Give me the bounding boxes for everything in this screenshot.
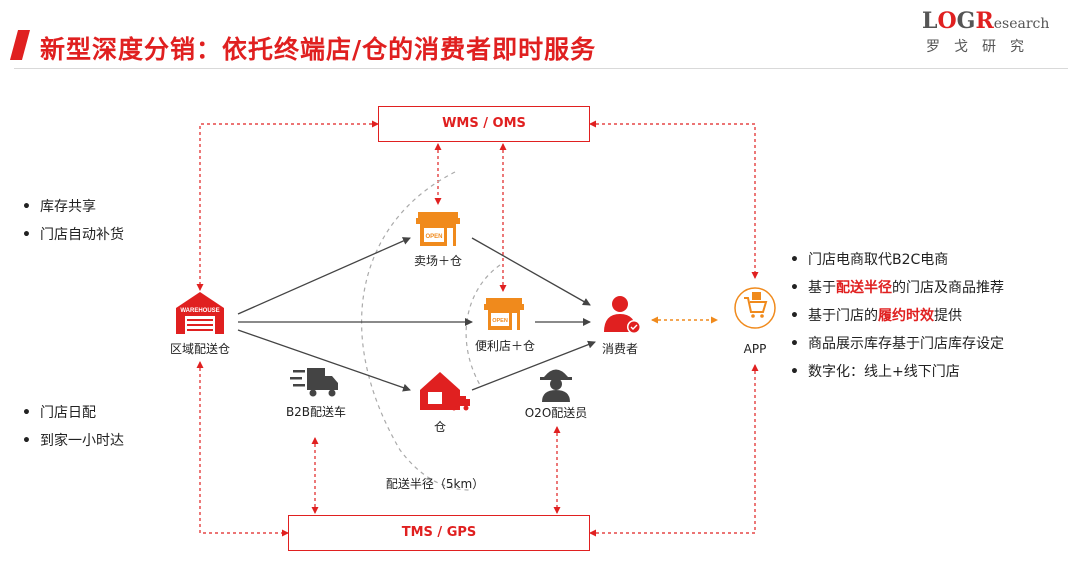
b2b-truck-label: B2B配送车 [285,405,347,419]
consumer-label: 消费者 [601,342,638,356]
warehouse-sign: WAREHOUSE [180,308,219,314]
bullet-text: 门店日配 [40,405,96,421]
right-bullets: •门店电商取代B2C电商 •基于配送半径的门店及商品推荐 •基于门店的履约时效提… [790,246,1004,386]
app-label: APP [743,342,767,356]
store-label: 卖场＋仓 [413,254,462,268]
bullet-text: 基于门店的 [808,308,878,324]
courier-icon [540,369,572,402]
bullet-text: 商品展示库存基于门店库存设定 [808,336,1004,352]
bullet-text: 的门店及商品推荐 [892,280,1004,296]
bullet-text: 门店自动补货 [40,227,124,243]
bullet-item: •门店电商取代B2C电商 [790,252,949,268]
wms-oms-box: WMS / OMS [378,106,590,142]
bullet-text: 库存共享 [40,199,96,215]
delivery-radius-arc-inner [465,264,501,386]
bullet-item: •库存共享 [22,199,96,215]
title-divider [14,68,1068,69]
bullet-item: •商品展示库存基于门店库存设定 [790,336,1004,352]
system-link-lines [196,120,759,537]
logo-subtitle: 罗戈研究 [926,39,1038,55]
delivery-radius-label: 配送半径（5km） [385,477,485,491]
logo-text: LOGResearch [922,8,1052,34]
logo: LOGResearch 罗戈研究 [922,8,1052,64]
logo-letter-g: G [956,8,976,34]
logo-letter-l: L [922,8,938,34]
logo-letter-r: R [975,8,994,34]
convenience-store-icon: OPEN [484,298,524,330]
convenience-store-label: 便利店＋仓 [474,339,535,353]
left-bullets-top: •库存共享 •门店自动补货 [22,193,124,249]
convenience-open-sign: OPEN [492,318,508,324]
depot-icon [420,372,470,411]
bullet-item: •门店自动补货 [22,227,124,243]
delivery-radius-arc-outer [361,171,471,491]
bullet-item: •数字化：线上+线下门店 [790,364,960,380]
bullet-text: 数字化：线上+线下门店 [808,364,960,380]
left-bullets-bottom: •门店日配 •到家一小时达 [22,399,124,455]
logo-suffix: esearch [993,16,1050,32]
bullet-text: 提供 [934,308,962,324]
app-cart-icon [734,287,776,329]
bullet-text: 基于 [808,280,836,296]
warehouse-icon: WAREHOUSE [176,292,224,334]
flow-arrows [237,237,596,392]
consumer-icon [604,296,641,334]
bullet-highlight: 配送半径 [836,280,892,296]
b2b-truck-icon [290,368,338,397]
store-open-sign: OPEN [425,234,442,240]
bullet-item: •基于门店的履约时效提供 [790,308,962,324]
tms-gps-box: TMS / GPS [288,515,590,551]
warehouse-label: 区域配送仓 [169,342,230,356]
logo-letter-o: O [937,8,957,34]
bullet-text: 门店电商取代B2C电商 [808,252,949,268]
bullet-item: •基于配送半径的门店及商品推荐 [790,280,1004,296]
courier-label: O2O配送员 [524,406,588,420]
bullet-text: 到家一小时达 [40,433,124,449]
store-icon: OPEN [416,212,460,246]
bullet-item: •到家一小时达 [22,433,124,449]
depot-label: 仓 [433,420,446,434]
page-title: 新型深度分销：依托终端店/仓的消费者即时服务 [40,35,597,64]
bullet-item: •门店日配 [22,405,96,421]
bullet-highlight: 履约时效 [878,308,934,324]
